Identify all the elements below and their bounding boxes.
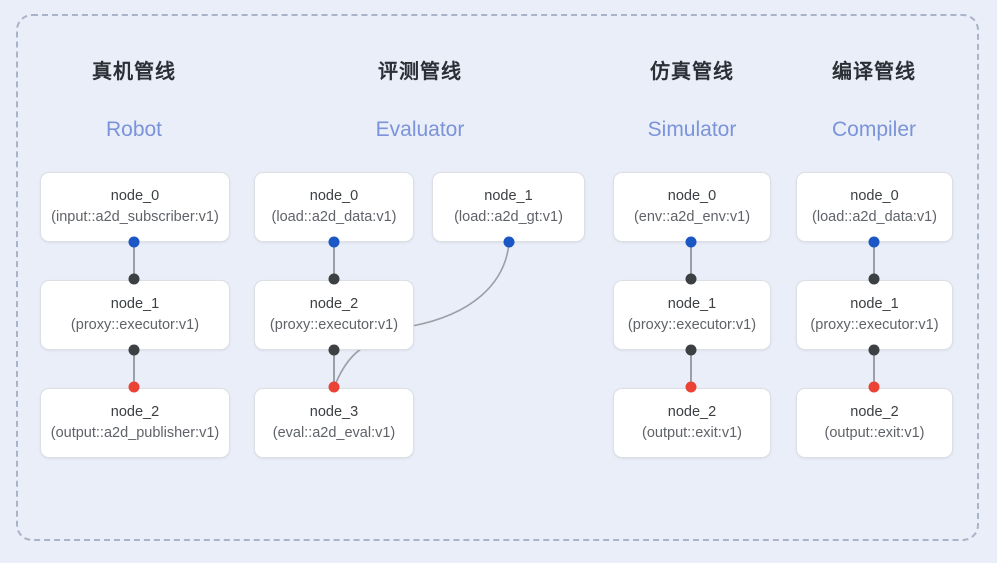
edge-robot-0-1 <box>133 241 135 279</box>
node-type: (proxy::executor:v1) <box>70 317 200 333</box>
node-simulator-2[interactable]: node_2 (output::exit:v1) <box>613 388 771 458</box>
port-output-robot-0[interactable] <box>128 236 140 248</box>
port-output-compiler-1[interactable] <box>868 344 880 356</box>
node-type: (input::a2d_subscriber:v1) <box>51 209 219 225</box>
node-evaluator-3[interactable]: node_3 (eval::a2d_eval:v1) <box>254 388 414 458</box>
edge-robot-1-2 <box>133 349 135 387</box>
node-name: node_0 <box>110 188 160 204</box>
node-evaluator-2[interactable]: node_2 (proxy::executor:v1) <box>254 280 414 350</box>
node-compiler-1[interactable]: node_1 (proxy::executor:v1) <box>796 280 953 350</box>
node-type: (load::a2d_data:v1) <box>812 209 937 225</box>
edge-simulator-0-1 <box>690 241 692 279</box>
node-name: node_1 <box>484 188 533 204</box>
column-title-en-simulator: Simulator <box>647 118 737 141</box>
column-header-evaluator: 评测管线 Evaluator <box>320 60 520 142</box>
node-robot-0[interactable]: node_0 (input::a2d_subscriber:v1) <box>40 172 230 242</box>
node-compiler-2[interactable]: node_2 (output::exit:v1) <box>796 388 953 458</box>
node-name: node_0 <box>667 188 717 204</box>
node-type: (load::a2d_gt:v1) <box>454 209 563 225</box>
diagram-dashed-frame <box>16 14 979 541</box>
node-evaluator-1-gt[interactable]: node_1 (load::a2d_gt:v1) <box>432 172 585 242</box>
column-title-zh-robot: 真机管线 <box>92 61 176 83</box>
port-input-robot-1[interactable] <box>128 273 140 285</box>
column-title-en-compiler: Compiler <box>831 118 917 141</box>
node-name: node_1 <box>667 296 717 312</box>
node-type: (proxy::executor:v1) <box>810 317 939 333</box>
column-title-zh-compiler: 编译管线 <box>832 61 916 83</box>
node-robot-2[interactable]: node_2 (output::a2d_publisher:v1) <box>40 388 230 458</box>
node-evaluator-0[interactable]: node_0 (load::a2d_data:v1) <box>254 172 414 242</box>
node-name: node_2 <box>850 404 899 420</box>
node-name: node_2 <box>110 404 160 420</box>
node-type: (env::a2d_env:v1) <box>633 209 751 225</box>
port-output-robot-1[interactable] <box>128 344 140 356</box>
port-output-evaluator-2[interactable] <box>328 344 340 356</box>
node-robot-1[interactable]: node_1 (proxy::executor:v1) <box>40 280 230 350</box>
column-title-zh-evaluator: 评测管线 <box>378 61 462 83</box>
port-input-simulator-1[interactable] <box>685 273 697 285</box>
edge-simulator-1-2 <box>690 349 692 387</box>
column-title-zh-simulator: 仿真管线 <box>650 61 734 83</box>
column-title-en-robot: Robot <box>105 118 163 141</box>
edge-compiler-1-2 <box>873 349 875 387</box>
port-output-compiler-0[interactable] <box>868 236 880 248</box>
column-title-en-evaluator: Evaluator <box>375 118 465 141</box>
port-terminal-simulator-2[interactable] <box>685 381 697 393</box>
node-type: (eval::a2d_eval:v1) <box>272 425 396 441</box>
column-header-robot: 真机管线 Robot <box>34 60 234 142</box>
column-header-compiler: 编译管线 Compiler <box>774 60 974 142</box>
column-header-simulator: 仿真管线 Simulator <box>592 60 792 142</box>
node-name: node_0 <box>850 188 899 204</box>
node-compiler-0[interactable]: node_0 (load::a2d_data:v1) <box>796 172 953 242</box>
port-output-simulator-1[interactable] <box>685 344 697 356</box>
node-name: node_0 <box>309 188 359 204</box>
node-type: (output::exit:v1) <box>642 425 742 441</box>
port-output-evaluator-0[interactable] <box>328 236 340 248</box>
edge-evaluator-0-2 <box>333 241 335 279</box>
edge-evaluator-2-3 <box>333 349 335 387</box>
node-name: node_3 <box>309 404 359 420</box>
port-terminal-compiler-2[interactable] <box>868 381 880 393</box>
port-output-evaluator-1-gt[interactable] <box>503 236 515 248</box>
node-simulator-1[interactable]: node_1 (proxy::executor:v1) <box>613 280 771 350</box>
port-input-evaluator-2[interactable] <box>328 273 340 285</box>
node-name: node_2 <box>667 404 717 420</box>
port-output-simulator-0[interactable] <box>685 236 697 248</box>
node-type: (load::a2d_data:v1) <box>271 209 397 225</box>
node-type: (proxy::executor:v1) <box>269 317 399 333</box>
node-type: (output::a2d_publisher:v1) <box>50 425 220 441</box>
port-terminal-robot-2[interactable] <box>128 381 140 393</box>
edge-compiler-0-1 <box>873 241 875 279</box>
node-type: (output::exit:v1) <box>824 425 925 441</box>
node-name: node_1 <box>850 296 899 312</box>
port-input-compiler-1[interactable] <box>868 273 880 285</box>
node-simulator-0[interactable]: node_0 (env::a2d_env:v1) <box>613 172 771 242</box>
node-name: node_2 <box>309 296 359 312</box>
node-type: (proxy::executor:v1) <box>627 317 757 333</box>
node-name: node_1 <box>110 296 160 312</box>
port-terminal-evaluator-3[interactable] <box>328 381 340 393</box>
